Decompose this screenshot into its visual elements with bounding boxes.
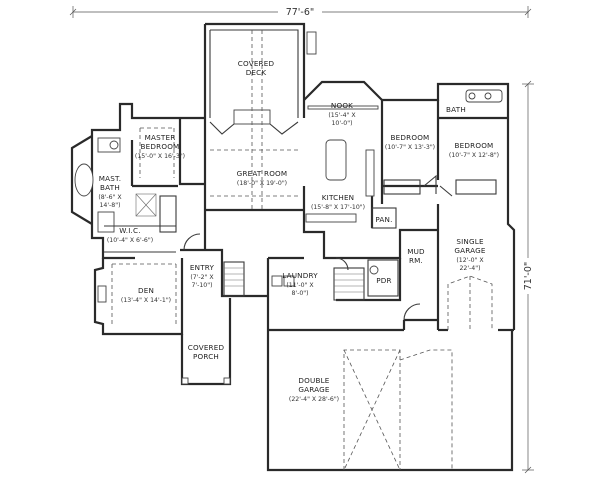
room-size-line: (18'-0" X 19'-0") <box>237 180 287 187</box>
room-bath-upper: BATH <box>446 105 466 114</box>
room-den: DEN (13'-4" X 14'-1") <box>121 286 171 304</box>
interior-details <box>74 30 508 471</box>
room-name-line: DOUBLE <box>298 376 329 385</box>
room-size-line: (8'-6" X <box>98 194 122 201</box>
room-name-line: RM. <box>409 256 423 265</box>
room-wic: W.I.C. (10'-4" X 6'-6") <box>107 226 153 244</box>
room-size-line: (12'-0" X <box>456 257 484 264</box>
room-name-line: SINGLE <box>456 237 484 246</box>
room-mud-room: MUD RM. <box>407 247 425 265</box>
overall-width-label: 77'-6" <box>286 7 315 18</box>
room-size-line: (15'-4" X <box>328 112 356 119</box>
room-covered-deck: COVERED DECK <box>238 59 275 77</box>
room-name-line: BEDROOM <box>455 141 494 150</box>
room-name-line: PORCH <box>193 352 219 361</box>
room-name-line: KITCHEN <box>322 193 355 202</box>
room-size-line: (13'-4" X 14'-1") <box>121 297 171 304</box>
room-master-bath: MAST. BATH (8'-6" X 14'-8") <box>98 174 122 209</box>
room-name-line: COVERED <box>188 343 225 352</box>
room-name-line: GREAT ROOM <box>237 169 288 178</box>
room-size-line: (22'-4" X 28'-6") <box>289 396 339 403</box>
room-name-line: MAST. <box>99 174 122 183</box>
room-size-line: (10'-7" X 13'-3") <box>385 144 435 151</box>
room-entry: ENTRY (7'-2" X 7'-10") <box>190 263 215 289</box>
room-name-line: W.I.C. <box>119 226 140 235</box>
room-size-line: 22'-4") <box>459 265 480 272</box>
overall-depth-label: 71'-0" <box>523 262 534 291</box>
room-single-garage: SINGLE GARAGE (12'-0" X 22'-4") <box>454 237 486 272</box>
room-great-room: GREAT ROOM (18'-0" X 19'-0") <box>237 169 288 187</box>
room-name-line: PAN. <box>375 215 392 224</box>
room-size-line: (7'-2" X <box>190 274 214 281</box>
room-nook: NOOK (15'-4" X 10'-0") <box>328 101 356 127</box>
room-master-bedroom: MASTER BEDROOM (15'-0" X 16'-3") <box>135 133 185 160</box>
room-size-line: 10'-0") <box>331 120 352 127</box>
stairs <box>223 261 365 301</box>
room-covered-porch: COVERED PORCH <box>188 343 225 361</box>
room-size-line: (11'-0" X <box>286 282 314 289</box>
room-size-line: (15'-0" X 16'-3") <box>135 153 185 160</box>
room-name-line: LAUNDRY <box>282 271 318 280</box>
room-name-line: PDR <box>376 276 391 285</box>
room-size-line: 8'-0") <box>291 290 308 297</box>
room-name-line: GARAGE <box>454 246 486 255</box>
room-size-line: 7'-10") <box>191 282 212 289</box>
room-name-line: MASTER <box>145 133 176 142</box>
dimension-right: 71'-0" <box>521 80 535 474</box>
room-double-garage: DOUBLE GARAGE (22'-4" X 28'-6") <box>289 376 339 403</box>
room-pantry: PAN. <box>375 215 392 224</box>
room-size-line: (10'-4" X 6'-6") <box>107 237 153 244</box>
room-size-line: (10'-7" X 12'-8") <box>449 152 499 159</box>
room-name-line: ENTRY <box>190 263 215 272</box>
room-labels: COVERED DECK NOOK (15'-4" X 10'-0") BATH… <box>98 59 499 403</box>
room-name-line: MUD <box>407 247 425 256</box>
room-name-line: GARAGE <box>298 385 330 394</box>
room-kitchen: KITCHEN (15'-8" X 17'-10") <box>311 193 365 211</box>
room-name-line: BATH <box>446 105 466 114</box>
room-name-line: DECK <box>246 68 267 77</box>
room-name-line: BATH <box>100 183 120 192</box>
dimension-top: 77'-6" <box>69 5 532 18</box>
exterior-walls <box>70 22 516 472</box>
room-laundry: LAUNDRY (11'-0" X 8'-0") <box>282 271 318 297</box>
room-name-line: DEN <box>138 286 154 295</box>
room-name-line: NOOK <box>331 101 353 110</box>
room-size-line: (15'-8" X 17'-10") <box>311 204 365 211</box>
room-bedroom-2: BEDROOM (10'-7" X 12'-8") <box>449 141 499 159</box>
room-powder: PDR <box>376 276 391 285</box>
room-size-line: 14'-8") <box>99 202 120 209</box>
room-name-line: BEDROOM <box>141 142 180 151</box>
room-bedroom-1: BEDROOM (10'-7" X 13'-3") <box>385 133 435 151</box>
room-name-line: COVERED <box>238 59 275 68</box>
room-name-line: BEDROOM <box>391 133 430 142</box>
